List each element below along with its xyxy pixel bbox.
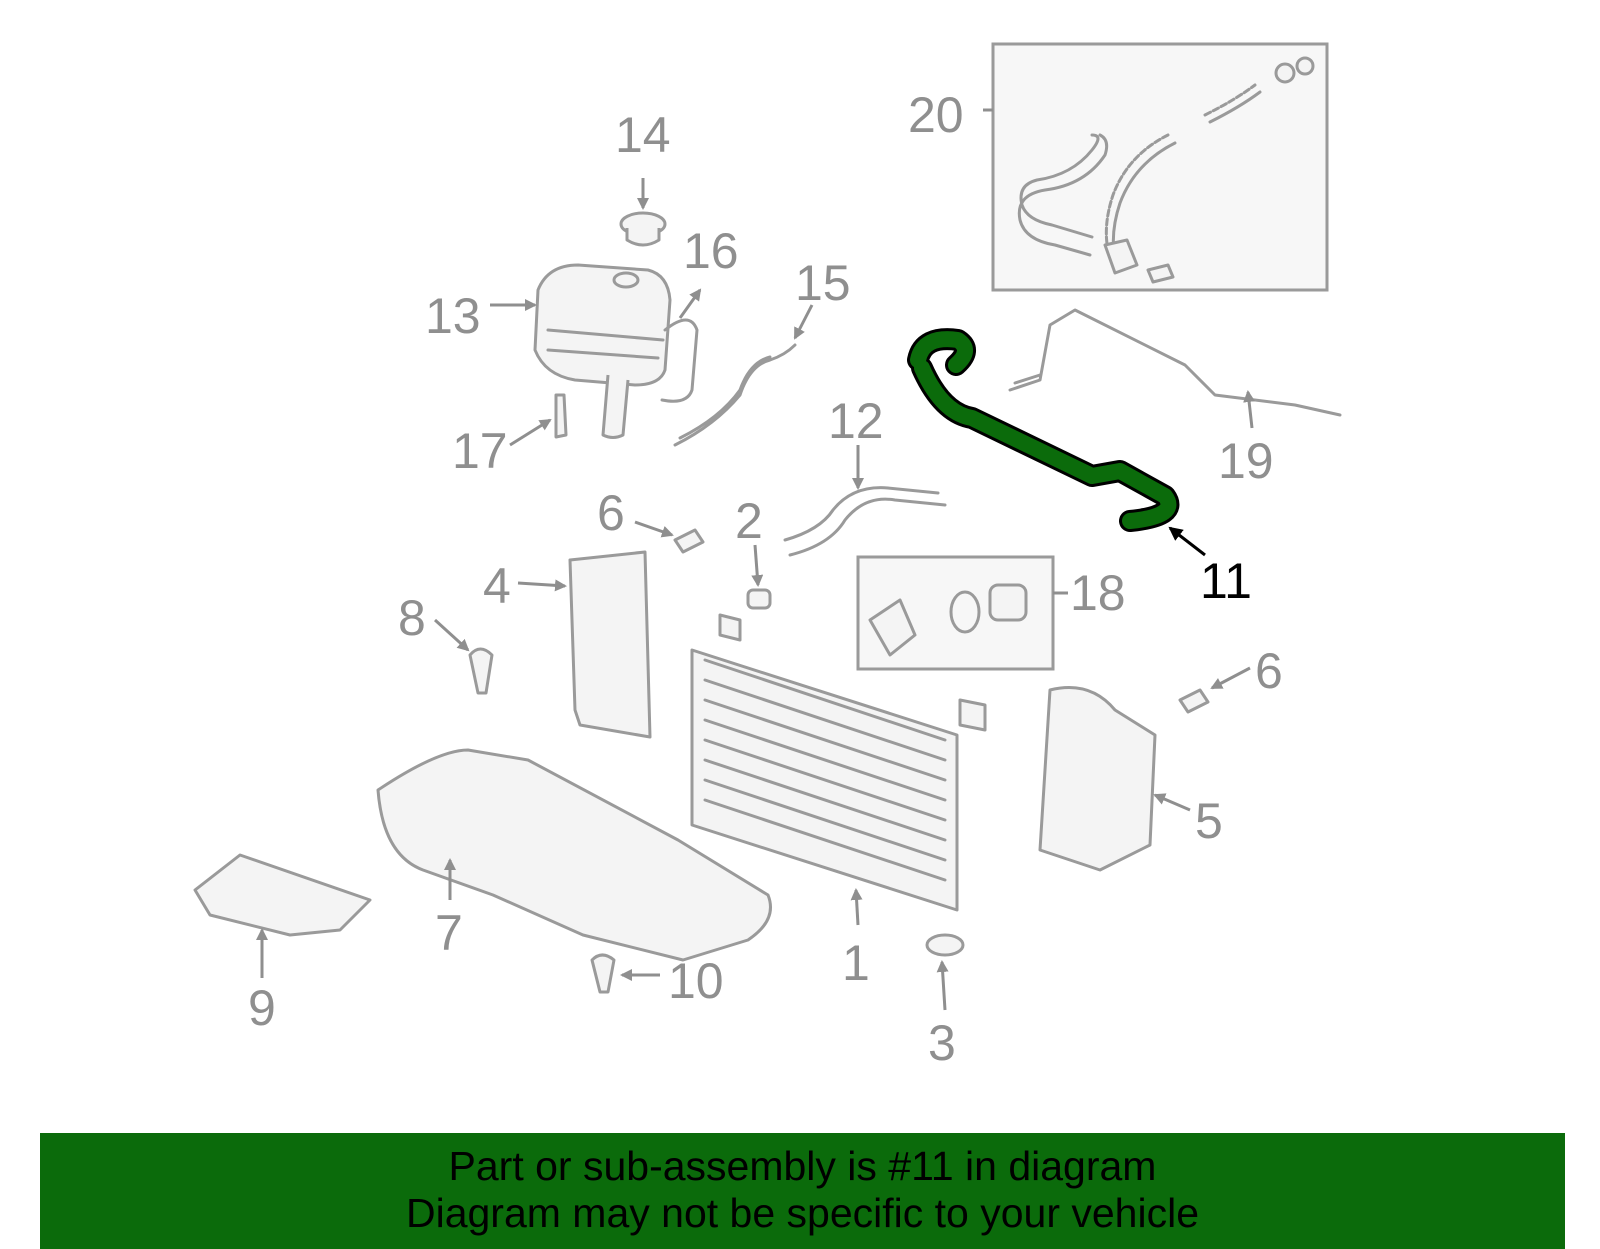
callout-18: 18: [1070, 565, 1126, 621]
part-6-bolt-left: [673, 528, 705, 554]
callout-9: 9: [248, 980, 276, 1036]
part-9-plate: [193, 853, 372, 937]
part-13-reservoir: [533, 263, 699, 439]
callout-1: 1: [842, 935, 870, 991]
callout-13: 13: [425, 288, 481, 344]
callout-14: 14: [615, 107, 671, 163]
part-5-panel: [1038, 686, 1157, 872]
callout-12: 12: [828, 393, 884, 449]
callout-10: 10: [668, 953, 724, 1009]
part-10-pin: [590, 953, 616, 994]
inset-box-18: [856, 555, 1055, 671]
callout-8: 8: [398, 590, 426, 646]
footer-line-2: Diagram may not be specific to your vehi…: [405, 1190, 1199, 1236]
callout-17: 17: [452, 423, 508, 479]
callout-6-right: 6: [1255, 643, 1283, 699]
callout-15: 15: [795, 255, 851, 311]
inset-box-20: [991, 42, 1329, 292]
part-19-pipe: [1008, 308, 1342, 417]
callout-4: 4: [483, 558, 511, 614]
part-15-hose: [673, 343, 797, 447]
parts-diagram: 1 2 3 4 5 6 6 7 8 9 10 11 12 13 14 15 16…: [193, 42, 1342, 1071]
part-12-hose: [783, 486, 947, 557]
part-4-panel: [568, 550, 652, 739]
callout-6-left: 6: [597, 485, 625, 541]
part-14-cap: [619, 211, 667, 247]
callout-2: 2: [735, 493, 763, 549]
callout-7: 7: [435, 905, 463, 961]
callout-20: 20: [908, 87, 964, 143]
part-2: [746, 588, 772, 610]
callout-3: 3: [928, 1015, 956, 1071]
part-7-shield: [376, 748, 772, 962]
part-17: [554, 393, 568, 439]
callout-19: 19: [1218, 433, 1274, 489]
callout-5: 5: [1195, 793, 1223, 849]
part-8-pin: [468, 647, 494, 695]
footer-line-1: Part or sub-assembly is #11 in diagram: [448, 1143, 1157, 1189]
part-3-grommet: [925, 933, 965, 957]
callout-11: 11: [1200, 553, 1252, 609]
callout-16: 16: [683, 223, 739, 279]
part-6-bolt-right: [1178, 688, 1210, 714]
footer-banner: Part or sub-assembly is #11 in diagram D…: [40, 1133, 1565, 1249]
part-1-radiator: [690, 613, 987, 912]
